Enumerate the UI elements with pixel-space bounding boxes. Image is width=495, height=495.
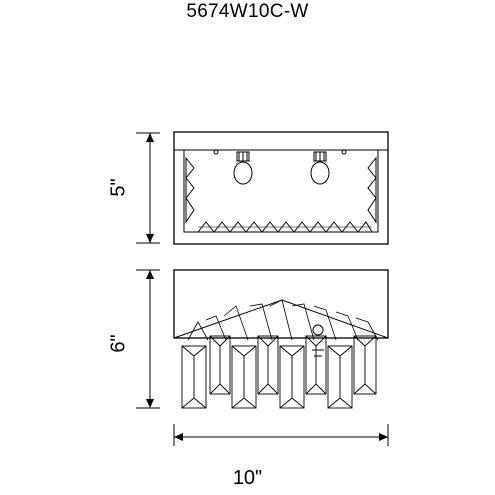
width-label: 10" — [232, 467, 263, 489]
model-number-title: 5674W10C-W — [186, 1, 309, 22]
width-dimension — [173, 424, 389, 446]
top-view — [136, 131, 389, 245]
top-view-height-label: 5" — [107, 178, 130, 197]
front-view — [136, 269, 389, 409]
front-view-height-label: 6" — [107, 334, 130, 353]
